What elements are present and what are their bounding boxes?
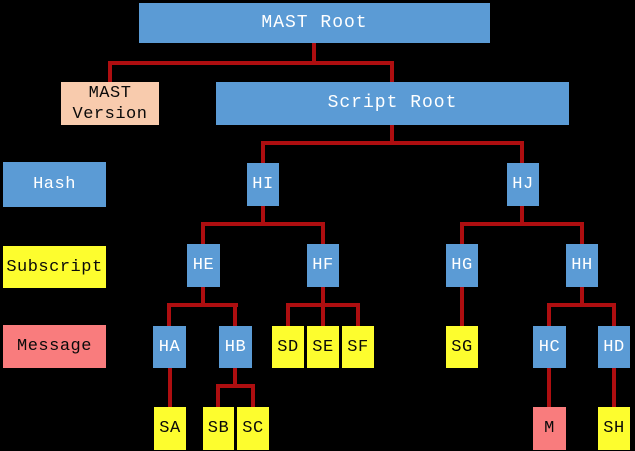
node-script-root: Script Root [216, 82, 569, 125]
node-hd: HD [598, 326, 630, 368]
node-sd: SD [272, 326, 304, 368]
connector-segment [321, 222, 325, 244]
connector-segment [251, 384, 255, 407]
node-hj: HJ [507, 163, 539, 206]
node-hc: HC [533, 326, 566, 368]
connector-segment [580, 222, 584, 244]
node-label: SE [312, 337, 334, 357]
node-hf: HF [307, 244, 339, 287]
node-label: HE [192, 256, 215, 275]
node-label: Script Root [327, 93, 458, 113]
node-ha: HA [153, 326, 186, 368]
connector-segment [108, 61, 112, 82]
node-label: MAST Root [261, 12, 368, 33]
connector-segment [261, 141, 524, 145]
connector-segment [108, 61, 394, 65]
node-label: Subscript [6, 257, 103, 277]
node-label: HH [571, 256, 593, 275]
node-label: HB [224, 337, 247, 357]
node-label: HA [158, 337, 181, 357]
connector-segment [233, 368, 237, 388]
node-legend-subscript: Subscript [3, 246, 106, 288]
connector-segment [390, 61, 394, 82]
connector-segment [612, 303, 616, 326]
connector-segment [520, 206, 524, 226]
node-label: SH [603, 419, 625, 438]
connector-segment [261, 141, 265, 163]
node-sa: SA [154, 407, 186, 450]
node-sh: SH [598, 407, 630, 450]
connector-segment [168, 368, 172, 407]
node-sc: SC [237, 407, 269, 450]
node-label: HG [451, 256, 473, 275]
node-mast-root: MAST Root [139, 3, 490, 43]
connector-segment [201, 287, 205, 307]
node-legend-hash: Hash [3, 162, 106, 207]
node-label: SD [277, 337, 299, 357]
node-label: SB [207, 419, 230, 438]
node-hg: HG [446, 244, 478, 287]
connector-segment [547, 303, 616, 307]
connector-segment [167, 303, 171, 326]
connector-segment [216, 384, 255, 388]
node-he: HE [187, 244, 220, 287]
node-label: HI [252, 175, 274, 194]
node-label: HC [538, 337, 561, 357]
connector-segment [520, 141, 524, 163]
node-label: SA [159, 419, 181, 438]
node-hi: HI [247, 163, 279, 206]
connector-segment [201, 222, 325, 226]
node-label: SG [451, 337, 473, 357]
connector-segment [460, 287, 464, 326]
node-sg: SG [446, 326, 478, 368]
node-label: Hash [33, 175, 76, 194]
connector-segment [201, 222, 205, 244]
connector-segment [612, 368, 616, 407]
connector-segment [216, 384, 220, 407]
node-sf: SF [342, 326, 374, 368]
connector-segment [167, 303, 238, 307]
connector-segment [233, 303, 237, 326]
connector-segment [547, 368, 551, 407]
connector-segment [356, 303, 360, 326]
connector-segment [460, 222, 584, 226]
node-label: HJ [512, 175, 534, 194]
node-label: M [544, 419, 555, 438]
node-sb: SB [203, 407, 234, 450]
connector-segment [390, 125, 394, 145]
connector-segment [460, 222, 464, 244]
node-hh: HH [566, 244, 598, 287]
node-se: SE [307, 326, 339, 368]
node-label: SC [242, 419, 264, 438]
connector-segment [547, 303, 551, 326]
node-m: M [533, 407, 566, 450]
connector-segment [312, 43, 316, 65]
node-label: Version [72, 104, 148, 124]
node-hb: HB [219, 326, 252, 368]
connector-segment [261, 206, 265, 226]
connector-segment [286, 303, 360, 307]
node-label: SF [347, 337, 369, 357]
node-legend-message: Message [3, 325, 106, 368]
connector-segment [286, 303, 290, 326]
node-label: HF [312, 256, 334, 275]
node-label: Message [17, 337, 92, 356]
connector-segment [580, 287, 584, 307]
node-label: MAST [88, 83, 132, 103]
node-label: HD [603, 337, 625, 357]
